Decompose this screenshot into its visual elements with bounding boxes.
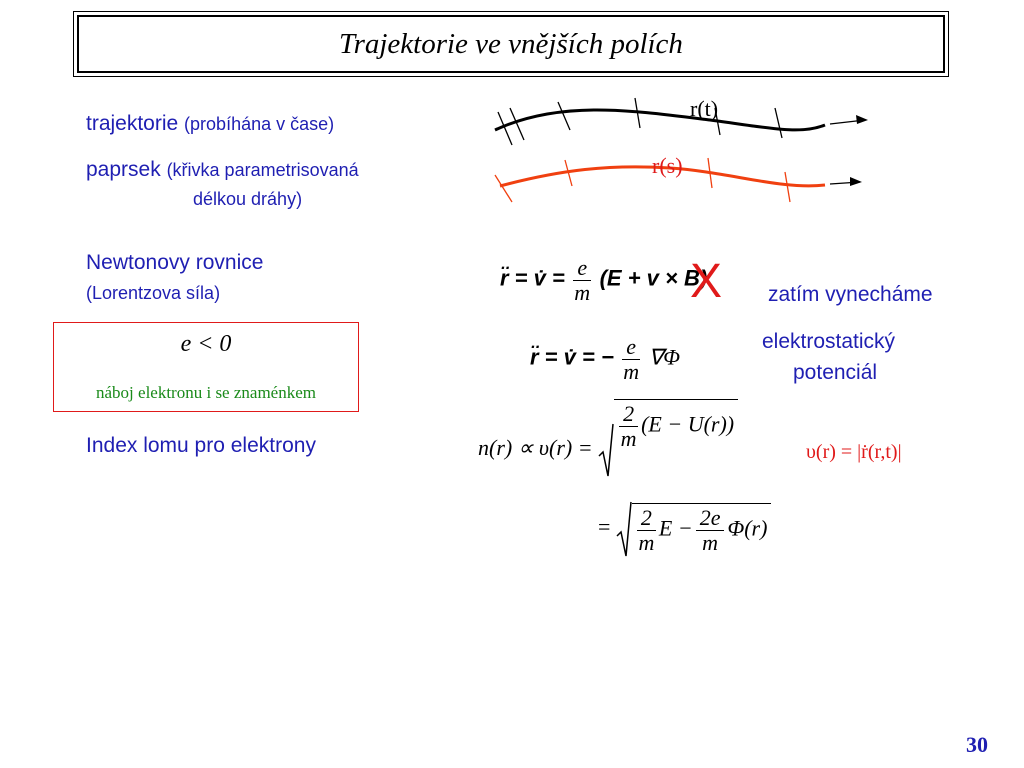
- cross-out-mark: X: [690, 255, 723, 308]
- charge-inequality: e < 0: [180, 331, 232, 357]
- sqrt-sign-icon: [616, 501, 632, 557]
- eq4-mid: E −: [658, 515, 693, 541]
- eq3-frac-den: m: [620, 426, 637, 451]
- trajektorie-word: trajektorie: [86, 112, 179, 135]
- trajectory-curve-black: [494, 108, 826, 132]
- eq1-fraction: e m: [573, 255, 592, 306]
- eq3-sqrt: 2 m (E − U(r)): [598, 398, 739, 478]
- eq4-rhs: Φ(r): [727, 515, 768, 541]
- note-elektro-1: elektrostatický: [762, 330, 896, 353]
- page-number: 30: [966, 732, 988, 757]
- arrow-black-head: [856, 115, 868, 124]
- eq2-lhs: r̈ = v̇ = −: [530, 344, 614, 370]
- eq3-rhs: (E − U(r)): [641, 411, 735, 437]
- eq2-fraction: e m: [622, 334, 641, 385]
- eq2-frac-den: m: [623, 359, 640, 385]
- paprsek-line: paprsek (křivka parametrisovaná: [86, 158, 359, 182]
- eq3-frac-num: 2: [619, 401, 639, 427]
- slide-title: Trajektorie ve vnějších polích: [77, 15, 945, 73]
- eq1-rhs: (E + v × B): [599, 265, 708, 291]
- eq4-frac2-den: m: [702, 530, 719, 555]
- eq1-frac-den: m: [574, 280, 591, 306]
- note-elektro-2: potenciál: [793, 361, 878, 384]
- equation-electrostatic: r̈ = v̇ = − e m ∇Φ: [530, 334, 681, 385]
- trajektorie-line: trajektorie (probíhána v čase): [86, 112, 334, 136]
- trajektorie-note: (probíhána v čase): [184, 114, 335, 134]
- newton-line-2: (Lorentzova síla): [86, 283, 221, 303]
- eq3-aside: υ(r) = |ṙ(r,t)|: [806, 441, 902, 463]
- newton-line-1: Newtonovy rovnice: [86, 251, 264, 274]
- paprsek-word: paprsek: [86, 158, 161, 181]
- eq1-frac-num: e: [573, 255, 592, 282]
- trajectory-ticks-black: [497, 97, 783, 146]
- eq4-fraction-1: 2 m: [636, 505, 656, 555]
- equation-index-potential: = 2 m E − 2e m Φ(r): [598, 500, 772, 558]
- paprsek-note-2: délkou dráhy): [193, 189, 303, 209]
- charge-caption: náboj elektronu i se znaménkem: [96, 383, 316, 402]
- eq2-frac-num: e: [622, 334, 641, 361]
- equation-index: n(r) ∝ υ(r) = 2 m (E − U(r)): [478, 398, 739, 478]
- index-lomu-label: Index lomu pro elektrony: [86, 434, 316, 457]
- eq4-frac1-den: m: [638, 530, 655, 555]
- curve-label-red: r(s): [652, 153, 683, 178]
- eq4-frac1-num: 2: [636, 505, 656, 531]
- eq4-fraction-2: 2e m: [695, 505, 725, 555]
- eq2-rhs: ∇Φ: [648, 344, 681, 370]
- trajectory-curves: [494, 97, 868, 203]
- electron-charge-box: e < 0 náboj elektronu i se znaménkem: [53, 322, 359, 412]
- eq4-frac2-num: 2e: [695, 505, 725, 531]
- eq3-lhs: n(r) ∝ υ(r) =: [478, 435, 593, 461]
- note-zatim: zatím vynecháme: [768, 283, 933, 306]
- arrow-red-head: [850, 177, 862, 186]
- eq4-lhs: =: [598, 514, 611, 540]
- eq1-lhs: r̈ = v̇ =: [500, 265, 565, 291]
- curve-label-black: r(t): [690, 96, 719, 121]
- sqrt-sign-icon: [598, 423, 614, 477]
- eq3-fraction: 2 m: [619, 401, 639, 451]
- ray-ticks-red: [494, 157, 791, 203]
- ray-curve-red: [499, 165, 826, 188]
- title-frame: Trajektorie ve vnějších polích: [73, 11, 949, 77]
- eq4-sqrt: 2 m E − 2e m Φ(r): [616, 500, 772, 558]
- paprsek-note-1: (křivka parametrisovaná: [166, 160, 359, 180]
- equation-lorentz: r̈ = v̇ = e m (E + v × B): [500, 255, 708, 306]
